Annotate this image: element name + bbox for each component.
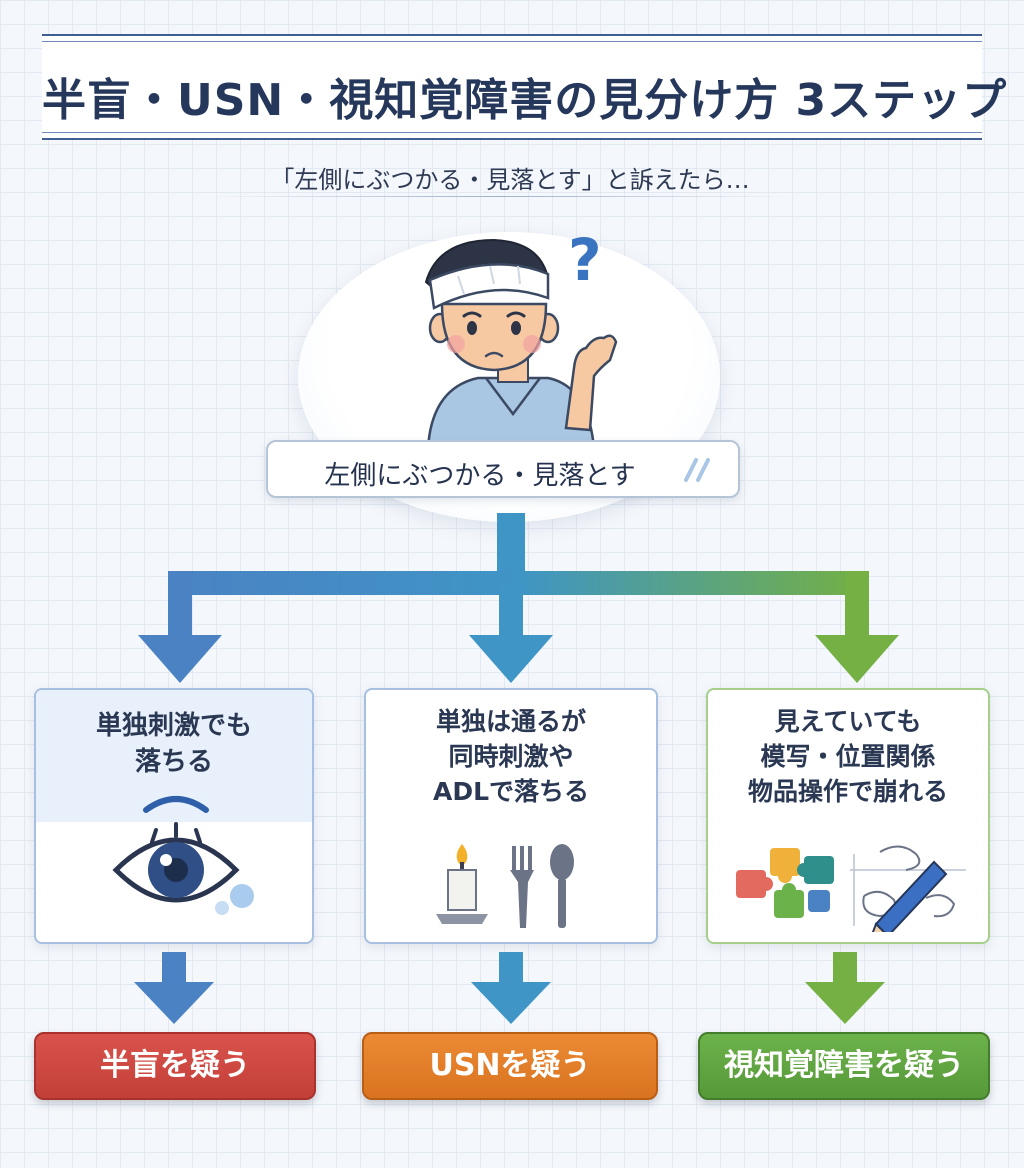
fork-icon xyxy=(510,846,534,928)
symptom-text: 左側にぶつかる・見落とす xyxy=(324,461,636,491)
arrow-head-right xyxy=(815,635,899,683)
symptom-box: 左側にぶつかる・見落とす xyxy=(266,440,740,498)
criterion-text: 単独刺激でも 落ちる xyxy=(95,711,252,778)
branching-arrows xyxy=(138,513,899,683)
result-visual-perception-disorder: 視知覚障害を疑う xyxy=(698,1032,990,1100)
criterion-text: 見えていても 模写・位置関係 物品操作で崩れる xyxy=(747,707,948,806)
question-mark-icon: ? xyxy=(568,226,602,294)
confused-patient-illustration: ? xyxy=(424,226,618,448)
puzzle-and-pencil-icon xyxy=(736,845,966,932)
result-arrows xyxy=(134,952,885,1024)
criterion-text: 単独は通るが 同時刺激や ADLで落ちる xyxy=(432,707,590,806)
page-title: 半盲・USN・視知覚障害の見分け方 3ステップ xyxy=(42,75,1008,126)
eye-icon xyxy=(112,796,254,915)
pencil-icon xyxy=(871,860,948,932)
subtitle: 「左側にぶつかる・見落とす」と訴えたら… xyxy=(270,166,750,194)
candle-and-cutlery-icon xyxy=(436,844,574,928)
arrow-head-left xyxy=(138,635,222,683)
spoon-icon xyxy=(550,844,574,928)
drawing-sheet-icon xyxy=(850,845,966,926)
title-banner: 半盲・USN・視知覚障害の見分け方 3ステップ xyxy=(42,34,1008,140)
arrow-head-center xyxy=(469,635,553,683)
quote-marks-icon xyxy=(684,458,710,482)
puzzle-icon xyxy=(736,848,834,918)
criterion-card-hemianopia: 単独刺激でも 落ちる xyxy=(34,688,314,944)
criterion-card-usn: 単独は通るが 同時刺激や ADLで落ちる xyxy=(364,688,658,944)
result-hemianopia: 半盲を疑う xyxy=(34,1032,316,1100)
result-usn: USNを疑う xyxy=(362,1032,658,1100)
criterion-card-visual-perception: 見えていても 模写・位置関係 物品操作で崩れる xyxy=(706,688,990,944)
subtitle-divider xyxy=(210,196,790,197)
candle-flame-icon xyxy=(456,844,468,865)
